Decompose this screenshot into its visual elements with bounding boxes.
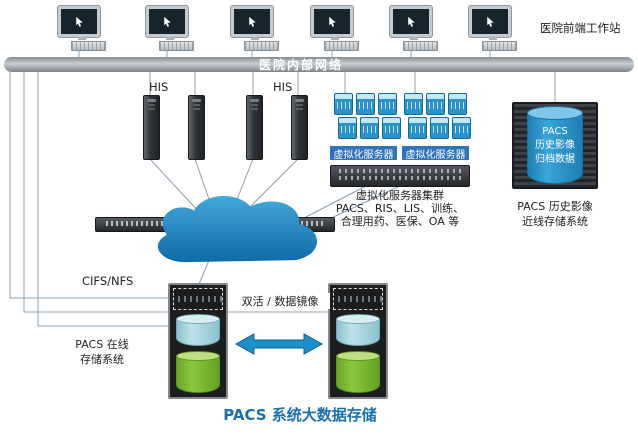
monitor-stand (251, 37, 259, 40)
cluster-caption-line: 合理用药、医保、OA 等 (340, 215, 460, 228)
monitor-screen (311, 6, 353, 37)
disk-slots (173, 288, 223, 310)
workstation-icon (231, 6, 279, 51)
virtualization-server-icon (360, 117, 379, 139)
cursor-icon (164, 16, 171, 27)
cache-cylinder (176, 314, 220, 346)
virtualization-server-icon (426, 93, 445, 115)
keyboard-icon (403, 41, 438, 51)
monitor-screen (146, 6, 188, 37)
data-cylinder (336, 351, 380, 393)
virtualization-group-label: 虚拟化服务器 (402, 146, 469, 161)
virtualization-server-icon (382, 117, 401, 139)
monitor-stand (331, 37, 339, 40)
cluster-caption-line: 虚拟化服务器集群 (356, 189, 444, 202)
workstation-icon (146, 6, 194, 51)
mirror-label: 双活 / 数据镜像 (230, 293, 330, 309)
keyboard-icon (71, 41, 106, 51)
virtualization-cluster-caption: 虚拟化服务器集群 PACS、RIS、LIS、训练、 合理用药、医保、OA 等 (322, 189, 478, 228)
virtualization-server-icon (448, 93, 467, 115)
virtualization-server-icon (430, 117, 449, 139)
keyboard-icon (244, 41, 279, 51)
his-tower-server (188, 95, 205, 160)
network-bar-label: 医院内部网络 (258, 58, 343, 72)
virtualization-server-icon (408, 117, 427, 139)
virtualization-rack (330, 165, 470, 187)
workstation-icon (390, 6, 438, 51)
virtualization-server-icon (334, 93, 353, 115)
cursor-icon (329, 16, 336, 27)
nearline-database-cylinder: PACS 历史影像 归档数据 (527, 106, 583, 184)
online-storage-caption: PACS 在线 存储系统 (60, 337, 144, 367)
data-cylinder (176, 351, 220, 393)
nearline-cylinder-line: 归档数据 (535, 154, 575, 165)
frontend-workstation-caption: 医院前端工作站 (540, 21, 621, 35)
hospital-internal-network-bar: 医院内部网络 (4, 57, 634, 72)
cifs-nfs-label: CIFS/NFS (82, 274, 134, 288)
virtualization-server-icon (356, 93, 375, 115)
workstation-icon (58, 6, 106, 51)
monitor-screen (58, 6, 100, 37)
monitor-screen (469, 6, 511, 37)
monitor-stand (489, 37, 497, 40)
virtualization-server-icon (452, 117, 471, 139)
virtualization-server-icon (378, 93, 397, 115)
virtualization-server-icon (404, 93, 423, 115)
monitor-stand (78, 37, 86, 40)
nearline-storage-caption: PACS 历史影像 近线存储系统 (503, 199, 607, 229)
monitor-screen (390, 6, 432, 37)
workstation-icon (311, 6, 359, 51)
virtualization-group-label: 虚拟化服务器 (330, 146, 397, 161)
online-caption-line: PACS 在线 (75, 338, 129, 351)
cursor-icon (76, 16, 83, 27)
nearline-cylinder-line: PACS (542, 126, 568, 137)
online-caption-line: 存储系统 (80, 353, 124, 366)
mirror-arrow-icon (234, 333, 324, 355)
his-label: HIS (149, 80, 169, 94)
his-tower-server (143, 95, 160, 160)
network-cloud (157, 195, 318, 263)
nearline-caption-line: PACS 历史影像 (517, 200, 593, 213)
online-storage-rack-left (168, 283, 228, 399)
keyboard-icon (324, 41, 359, 51)
his-tower-server (291, 95, 308, 160)
cursor-icon (487, 16, 494, 27)
workstation-icon (469, 6, 517, 51)
his-label: HIS (273, 80, 293, 94)
virtualization-server-icon (338, 117, 357, 139)
disk-slots (333, 288, 383, 310)
cache-cylinder (336, 314, 380, 346)
monitor-stand (166, 37, 174, 40)
keyboard-icon (482, 41, 517, 51)
nearline-cylinder-line: 历史影像 (535, 140, 575, 151)
cursor-icon (408, 16, 415, 27)
online-storage-rack-right (328, 283, 388, 399)
monitor-screen (231, 6, 273, 37)
nearline-caption-line: 近线存储系统 (522, 215, 588, 228)
diagram-title: PACS 系统大数据存储 (223, 406, 377, 424)
cursor-icon (249, 16, 256, 27)
his-tower-server (246, 95, 263, 160)
cluster-caption-line: PACS、RIS、LIS、训练、 (335, 202, 465, 215)
keyboard-icon (159, 41, 194, 51)
monitor-stand (410, 37, 418, 40)
